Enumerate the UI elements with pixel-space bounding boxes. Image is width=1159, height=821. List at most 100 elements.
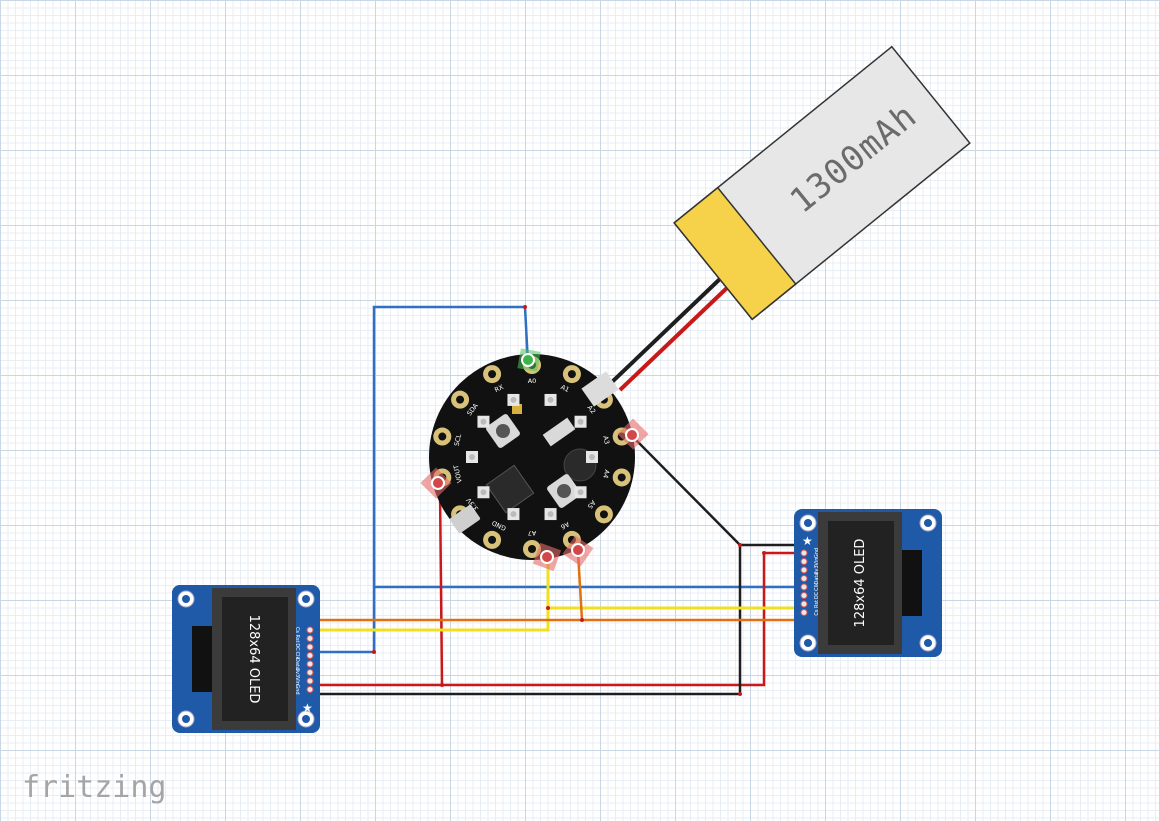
oled-pin-label: 3v3 [294,668,300,677]
pad-label: A3 [601,435,611,445]
oled-left-ribbon [192,626,214,692]
board-pad-hole [456,395,465,404]
oled-pin[interactable] [306,643,314,651]
oled-pin-label: DC [294,643,300,651]
slide-switch[interactable] [542,417,576,447]
battery-jst [581,371,619,407]
board-pad-hole [488,370,497,379]
pad-label: A0 [528,377,537,385]
board-pad-hole [599,510,608,519]
pad-label: A6 [559,520,570,531]
neopixel-led [547,511,554,518]
wires[interactable] [314,305,803,696]
pad-label: A7 [528,529,537,537]
light-sensor [512,404,522,414]
oled-right-ribbon [900,550,922,616]
oled-left-screen [222,597,288,721]
bend-point[interactable] [372,650,376,654]
oled-pin-label: Clk [294,652,300,660]
oled-pin[interactable] [800,575,808,582]
oled-pin[interactable] [306,677,314,685]
pad-label: SCL [453,433,464,447]
oled-pin[interactable] [800,549,808,557]
board-pad-hole [528,545,536,553]
oled-pin-label: Rst [294,634,300,642]
oled-pin[interactable] [800,566,808,574]
oled-pin[interactable] [800,609,808,616]
oled-pin[interactable] [306,635,314,642]
neopixel-led [510,396,517,403]
pad-label: A1 [559,383,570,394]
neopixel-led [577,489,584,496]
adafruit-star-icon: ★ [802,534,813,548]
battery-wire-black[interactable] [610,275,724,384]
fritzing-logo: fritzing [22,770,167,805]
board-pad-hole [438,432,447,441]
oled-pin-label: Cs [814,609,820,615]
pad-label: A2 [586,404,598,416]
neopixel-led [510,511,517,518]
neopixel-ring [466,393,598,521]
oled-pin-label: Vin [814,558,820,566]
oled-pin[interactable] [306,669,314,676]
neopixel-led [469,454,475,460]
board-pads[interactable] [433,356,631,558]
oled-pin[interactable] [306,626,314,634]
wire-blue[interactable] [314,305,530,654]
neopixel-led [480,418,487,425]
pad-label: A5 [586,499,598,511]
oled-pin-label: Gnd [814,548,820,558]
oled-pin-label: Vin [294,677,300,685]
oled-pin-label: Cs [294,627,300,633]
oled-pin-label: DC [814,591,820,599]
board-pad-hole [567,370,576,379]
oled-pin[interactable] [800,592,808,599]
neopixel-led [547,396,554,403]
bend-point[interactable] [580,618,584,622]
pad-label: VOUT [452,464,464,484]
oled-pin[interactable] [800,583,808,591]
oled-pin-label: Clk [814,583,820,591]
pad-label: RX [493,383,505,394]
bend-point[interactable] [738,692,742,696]
oled-pin[interactable] [306,660,314,668]
oled-right-screen [828,521,894,645]
pad-label: A4 [601,469,611,479]
lipo-battery[interactable]: 1300mAh [610,45,971,392]
oled-pin-label: Gnd [294,684,300,694]
bend-point[interactable] [546,606,550,610]
connection-highlights [420,348,649,572]
oled-pin[interactable] [800,600,808,608]
bend-point[interactable] [523,305,527,309]
bend-point[interactable] [762,551,766,555]
oled-pin-label: Data [294,658,300,670]
oled-right-label: 128x64 OLED [853,539,868,628]
oled-pin-label: 3v3 [814,565,820,574]
oled-pin-label: Rst [814,600,820,608]
bend-point[interactable] [738,543,742,547]
oled-pin-label: Data [814,573,820,585]
battery-cap [673,186,797,321]
microcontroller-chip [485,464,535,514]
bend-point[interactable] [440,683,444,687]
neopixel-led [480,489,487,496]
neopixel-led [577,418,584,425]
neopixel-led [589,454,595,460]
oled-pin[interactable] [306,686,314,693]
usb-connector [449,504,481,534]
oled-pin[interactable] [306,652,314,659]
oled-pin[interactable] [800,558,808,565]
wire-yellow[interactable] [314,560,550,632]
adafruit-star-icon: ★ [302,701,313,715]
board-pad-hole [617,473,626,482]
board-pad-hole [488,535,497,544]
oled-left-label: 128x64 OLED [246,615,261,704]
battery-wire-red[interactable] [618,283,732,392]
